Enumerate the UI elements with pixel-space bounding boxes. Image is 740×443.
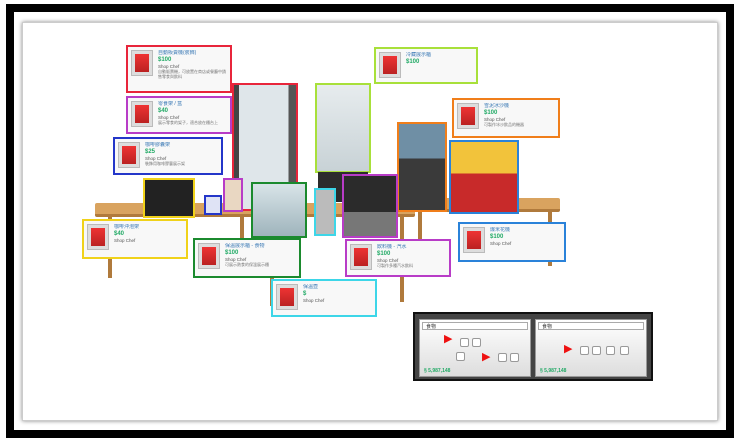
item-title: 雪泥冰沙機 <box>484 103 510 109</box>
item-title: 咖啡膠囊架 <box>145 142 171 148</box>
category-dropdown[interactable]: 食物 <box>538 322 644 330</box>
item-title: 咖啡沖泡架 <box>114 224 140 230</box>
plate-icon[interactable] <box>456 352 465 361</box>
item-title: 自動販賣機(裝飾) <box>158 50 197 56</box>
item-desc: 展示零食的架子，適合放在櫃台上 <box>158 120 218 125</box>
item-author: Shop Chef <box>225 257 247 262</box>
item-thumbnail <box>131 50 153 76</box>
item-author: Shop Chef <box>484 117 506 122</box>
item-thumbnail <box>198 243 220 269</box>
item-title: 爆米花機 <box>490 227 511 233</box>
arrow-icon: ▶ <box>444 333 453 345</box>
funds-display: § 5,987,148 <box>540 368 567 374</box>
item-desc: 可製作冰沙飲品的機器 <box>484 122 524 127</box>
item-card-vending[interactable]: 自動販賣機(裝飾) 100 Shop Chef 自動販賣機，可放置在商店或餐廳中… <box>126 45 232 93</box>
soda-machine[interactable] <box>342 174 398 238</box>
item-card-capsule[interactable]: 咖啡膠囊架 25 Shop Chef 裝飾用咖啡膠囊展示架 <box>113 137 223 175</box>
item-thumbnail <box>131 101 153 127</box>
outlet-icon[interactable] <box>606 346 615 355</box>
item-desc: 裝飾用咖啡膠囊展示架 <box>145 161 185 166</box>
item-card-soda[interactable]: 飲料機 - 汽水 100 Shop Chef 可製作多種汽水飲料 <box>345 239 451 277</box>
item-author: Shop Chef <box>158 115 180 120</box>
item-price: 100 <box>406 58 473 66</box>
display-fridge[interactable] <box>315 83 371 173</box>
funds-display: § 5,987,148 <box>424 368 451 374</box>
catalog-view-left[interactable]: 食物 ▶ ▶ § 5,987,148 <box>419 319 531 377</box>
item-price: 40 <box>114 230 183 238</box>
appliance-icon[interactable] <box>510 353 519 362</box>
item-desc: 可展示熱食的保溫展示櫃 <box>225 262 269 267</box>
item-thumbnail <box>276 284 298 310</box>
item-title: 保溫展示櫃 - 食物 <box>225 243 265 249</box>
item-price: 100 <box>225 249 296 257</box>
item-card-warmer[interactable]: 保溫展示櫃 - 食物 100 Shop Chef 可展示熱食的保溫展示櫃 <box>193 238 301 278</box>
category-dropdown[interactable]: 食物 <box>422 322 528 330</box>
machine-icon[interactable] <box>620 346 629 355</box>
item-price: 40 <box>158 107 227 115</box>
item-thumbnail <box>463 227 485 253</box>
outer-border <box>6 4 734 438</box>
item-card-coffee[interactable]: 咖啡沖泡架 40 Shop Chef <box>82 219 188 259</box>
item-thumbnail <box>457 103 479 129</box>
arrow-icon: ▶ <box>482 351 491 363</box>
snack-box[interactable] <box>223 178 243 212</box>
table-icon[interactable] <box>472 338 481 347</box>
item-thumbnail <box>118 142 140 168</box>
item-price: 100 <box>377 250 446 258</box>
item-card-slushie[interactable]: 雪泥冰沙機 100 Shop Chef 可製作冰沙飲品的機器 <box>452 98 560 138</box>
tool-icon[interactable] <box>580 346 589 355</box>
item-card-popcorn[interactable]: 爆米花機 100 Shop Chef <box>458 222 566 262</box>
item-author: Shop Chef <box>158 64 180 69</box>
catalog-view-right[interactable]: 食物 ▶ § 5,987,148 <box>535 319 647 377</box>
table-leg <box>418 211 422 256</box>
item-thumbnail <box>379 52 401 78</box>
item-desc: 可製作多種汽水飲料 <box>377 263 413 268</box>
slushie-machine[interactable] <box>449 140 519 214</box>
arrow-icon: ▶ <box>564 343 573 355</box>
item-author: Shop Chef <box>377 258 399 263</box>
item-author: Shop Chef <box>145 156 167 161</box>
item-title: 零食架 / 盒 <box>158 101 183 107</box>
item-author: Shop Chef <box>490 241 512 246</box>
item-price: 100 <box>484 109 555 117</box>
item-card-fridge[interactable]: 冷藏展示櫃 100 <box>374 47 478 84</box>
build-catalog-panel: 食物 ▶ ▶ § 5,987,148 食物 ▶ § 5,987,148 <box>413 312 653 381</box>
thermos[interactable] <box>314 188 336 236</box>
item-price: 100 <box>490 233 561 241</box>
item-card-snack[interactable]: 零食架 / 盒 40 Shop Chef 展示零食的架子，適合放在櫃台上 <box>126 96 232 134</box>
coffee-capsule-rack[interactable] <box>143 178 195 218</box>
item-price: 100 <box>158 56 227 64</box>
sofa-icon[interactable] <box>460 338 469 347</box>
item-price: 25 <box>145 148 218 156</box>
counter-icon[interactable] <box>498 353 507 362</box>
item-title: 保溫壺 <box>303 284 319 290</box>
item-title: 冷藏展示櫃 <box>406 52 432 58</box>
item-card-thermos[interactable]: 保溫壺 Shop Chef <box>271 279 377 317</box>
water-dispenser[interactable] <box>397 122 447 212</box>
warming-display[interactable] <box>251 182 307 238</box>
item-thumbnail <box>87 224 109 250</box>
small-item[interactable] <box>204 195 222 215</box>
item-author: Shop Chef <box>114 238 136 243</box>
item-title: 飲料機 - 汽水 <box>377 244 407 250</box>
item-price <box>303 290 372 298</box>
item-thumbnail <box>350 244 372 270</box>
item-author: Shop Chef <box>303 298 325 303</box>
sink-icon[interactable] <box>592 346 601 355</box>
item-desc: 自動販賣機，可放置在商店或餐廳中銷售零食與飲料 <box>158 69 226 79</box>
